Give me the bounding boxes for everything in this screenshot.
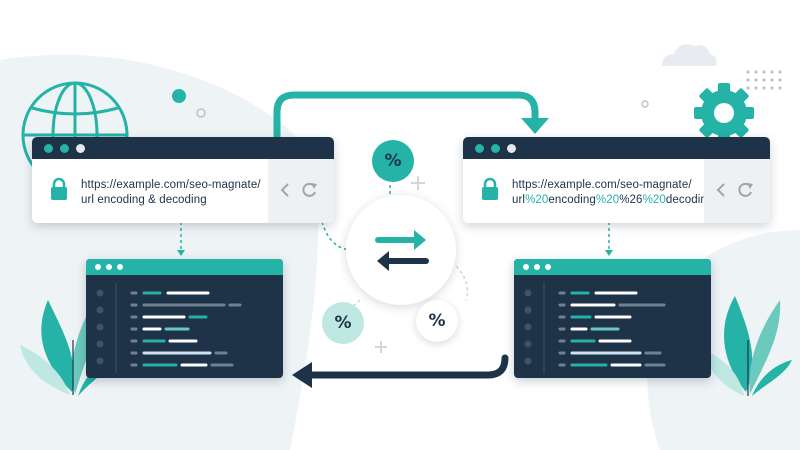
editor-titlebar xyxy=(514,259,711,275)
browser-address-area: https://example.com/seo-magnate/ url%20e… xyxy=(463,159,770,223)
right-code-editor xyxy=(514,259,711,378)
browser-titlebar xyxy=(463,137,770,159)
percent-badge-top: % xyxy=(372,140,414,182)
reload-icon[interactable] xyxy=(302,182,317,197)
url-encoded-space: %20 xyxy=(595,194,620,206)
nav-icons xyxy=(716,182,753,197)
window-dot xyxy=(44,143,53,153)
code-lines xyxy=(524,283,666,373)
browser-address-area: https://example.com/seo-magnate/ url enc… xyxy=(32,159,334,223)
lock-icon xyxy=(482,177,498,200)
dashed-connectors xyxy=(345,261,469,308)
left-background-blob xyxy=(0,54,319,450)
deco-ring xyxy=(641,100,649,108)
url-line-1: https://example.com/seo-magnate/ xyxy=(512,179,692,191)
arrow-head xyxy=(177,250,185,256)
window-dot xyxy=(95,264,101,270)
lock-icon xyxy=(51,177,67,200)
window-dot xyxy=(534,264,540,270)
url-encoded-ampersand: %26 xyxy=(619,194,643,206)
swap-arrows-icon xyxy=(375,230,429,271)
window-dot xyxy=(60,143,69,153)
window-dot xyxy=(117,264,123,270)
url-line-2-encoded: url%20encoding%20%26%20decoding xyxy=(512,193,713,208)
window-dot xyxy=(507,143,516,153)
left-code-editor xyxy=(86,259,283,378)
editor-titlebar xyxy=(86,259,283,275)
window-dot xyxy=(106,264,112,270)
window-dot xyxy=(545,264,551,270)
url-segment: encoding xyxy=(548,194,596,206)
gear-icon xyxy=(694,83,754,143)
deco-ring xyxy=(196,108,206,118)
swap-circle xyxy=(346,195,456,305)
browser-titlebar xyxy=(32,137,334,159)
arrow-head xyxy=(605,250,613,256)
window-dot xyxy=(491,143,500,153)
address-bar-url[interactable]: https://example.com/seo-magnate/ url%20e… xyxy=(512,178,713,208)
url-encoded-space: %20 xyxy=(642,194,666,206)
percent-badge-bottom-right: % xyxy=(416,300,458,342)
code-lines xyxy=(96,283,242,373)
window-dot xyxy=(76,143,85,153)
encode-flow-arrow xyxy=(273,91,539,140)
nav-icons xyxy=(280,182,317,197)
plus-decor xyxy=(375,176,425,353)
reload-icon[interactable] xyxy=(738,182,753,197)
back-arrow-icon[interactable] xyxy=(716,183,725,197)
url-line-1: https://example.com/seo-magnate/ xyxy=(81,179,261,191)
arrow-head xyxy=(521,118,549,134)
dot-grid xyxy=(746,70,782,90)
plant-icon xyxy=(705,296,792,396)
nav-controls xyxy=(268,159,334,223)
left-browser-window: https://example.com/seo-magnate/ url enc… xyxy=(32,137,334,223)
right-browser-window: https://example.com/seo-magnate/ url%20e… xyxy=(463,137,770,223)
url-segment: decoding xyxy=(665,194,714,206)
window-dot xyxy=(523,264,529,270)
window-dot xyxy=(475,143,484,153)
decode-flow-arrow xyxy=(306,354,509,379)
percent-badge-bottom-left: % xyxy=(322,302,364,344)
cloud-icon xyxy=(662,44,717,66)
url-encoded-space: %20 xyxy=(525,194,549,206)
arrow-head xyxy=(292,362,312,388)
deco-dot xyxy=(172,89,186,103)
nav-controls xyxy=(704,159,770,223)
url-line-2: url encoding & decoding xyxy=(81,194,207,206)
back-arrow-icon[interactable] xyxy=(280,183,289,197)
url-segment: url xyxy=(512,194,526,206)
address-bar-url[interactable]: https://example.com/seo-magnate/ url enc… xyxy=(81,178,261,208)
